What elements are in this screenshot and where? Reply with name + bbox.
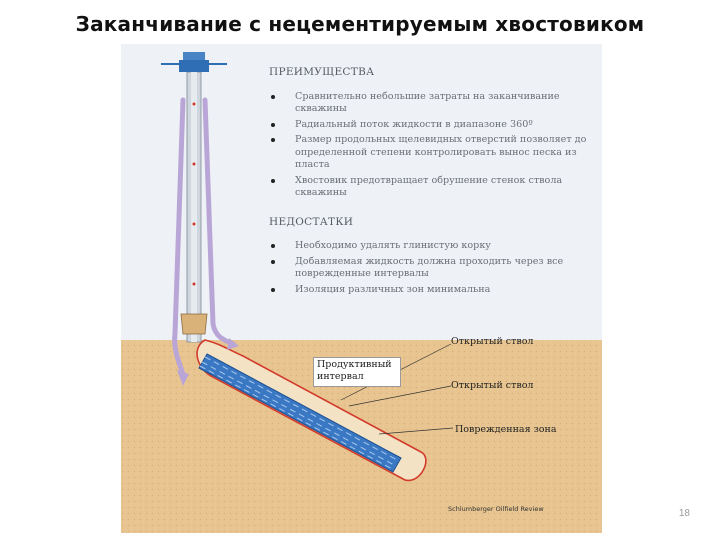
disadvantages-list: Необходимо удалять глинистую корку Добав… [269,240,589,296]
advantages-disadvantages-panel: ПРЕИМУЩЕСТВА Сравнительно небольшие затр… [269,66,589,299]
advantage-item: Радиальный поток жидкости в диапазоне 36… [269,119,589,132]
vertical-casing [161,52,227,343]
advantage-item: Размер продольных щелевидных отверстий п… [269,134,589,172]
slide-title: Заканчивание с нецементируемым хвостовик… [75,12,645,36]
productive-interval-label: Продуктивный интервал [317,359,392,382]
disadvantages-heading: НЕДОСТАТКИ [269,215,354,228]
page-number: 18 [678,508,690,519]
open-hole-label-2: Открытый ствол [451,380,534,391]
disadvantage-item: Необходимо удалять глинистую корку [269,240,589,253]
advantages-list: Сравнительно небольшие затраты на заканч… [269,91,589,200]
figure-credit: Schlumberger Oilfield Review [448,505,544,513]
advantages-heading: ПРЕИМУЩЕСТВА [269,66,375,78]
productive-interval-box [313,357,401,387]
disadvantage-item: Изоляция различных зон минимальна [269,284,589,297]
flow-arrows [172,97,239,386]
well-diagram: ПРЕИМУЩЕСТВА Сравнительно небольшие затр… [121,44,602,533]
slotted-liner [198,353,402,473]
advantage-item: Хвостовик предотвращает обрушение стенок… [269,175,589,200]
advantage-item: Сравнительно небольшие затраты на заканч… [269,91,589,116]
open-hole-label-1: Открытый ствол [451,336,534,347]
damaged-zone-label: Поврежденная зона [455,424,557,435]
disadvantage-item: Добавляемая жидкость должна проходить че… [269,256,589,281]
